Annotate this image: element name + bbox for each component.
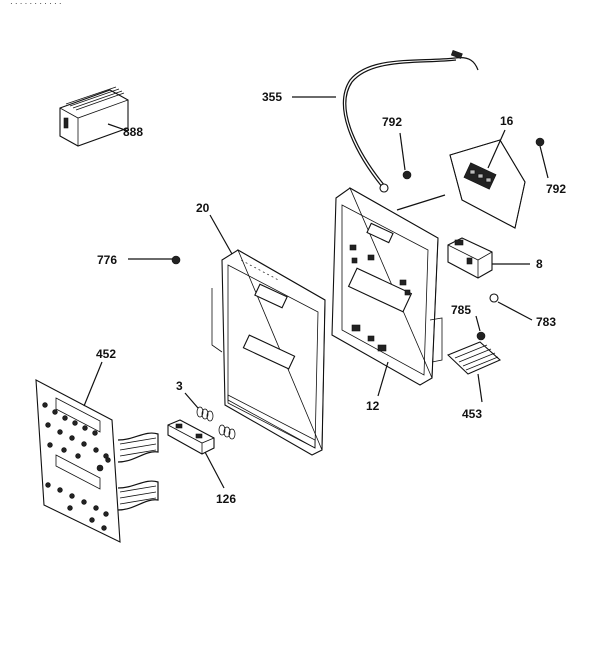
label-453: 453 xyxy=(462,407,482,421)
part-3-springs xyxy=(184,392,236,440)
part-792-screw-right xyxy=(535,137,549,179)
part-453-heatsink xyxy=(447,341,502,403)
part-785-screw xyxy=(475,315,486,341)
label-792-top: 792 xyxy=(382,115,402,129)
header-fragment: · · · · · · · · · · · xyxy=(10,0,62,8)
label-785: 785 xyxy=(451,303,471,317)
part-12-chassis xyxy=(331,187,446,397)
label-3: 3 xyxy=(176,379,183,393)
label-792-right: 792 xyxy=(546,182,566,196)
label-126: 126 xyxy=(216,492,236,506)
label-20: 20 xyxy=(196,201,210,215)
label-888: 888 xyxy=(123,125,143,139)
part-126-actuator xyxy=(167,419,225,489)
label-355: 355 xyxy=(262,90,282,104)
part-355-cable xyxy=(292,50,479,193)
part-792-screw-top xyxy=(399,132,412,180)
label-452: 452 xyxy=(96,347,116,361)
label-783: 783 xyxy=(536,315,556,329)
label-16: 16 xyxy=(500,114,514,128)
part-16-board xyxy=(449,129,526,229)
part-888-box xyxy=(59,86,129,147)
part-452-touchpad xyxy=(35,361,159,543)
part-8-bracket xyxy=(447,237,530,279)
label-8: 8 xyxy=(536,257,543,271)
part-783-screw xyxy=(489,293,533,321)
label-12: 12 xyxy=(366,399,380,413)
label-776: 776 xyxy=(97,253,117,267)
part-776-screw xyxy=(128,255,181,265)
part-20-frame: - - - - - - - - - xyxy=(209,214,326,456)
